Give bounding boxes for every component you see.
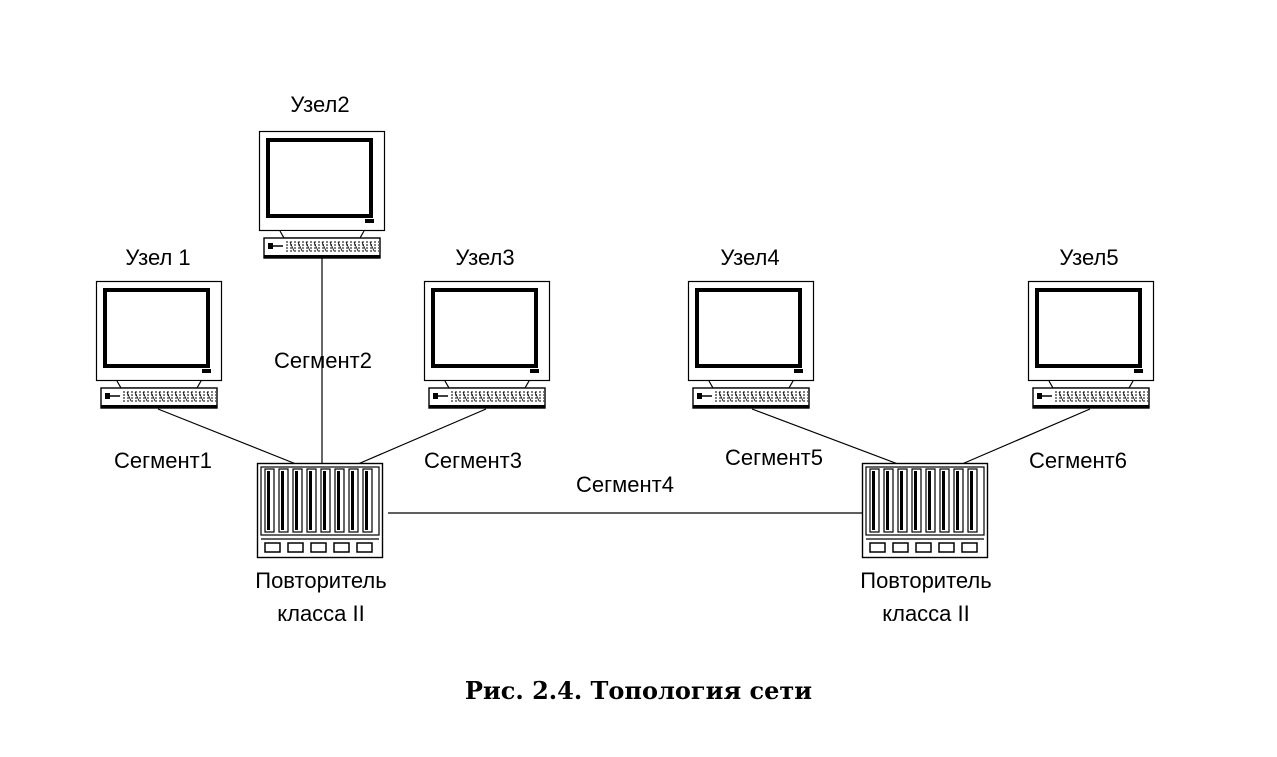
repeater-icon-right <box>861 462 989 559</box>
node1-label: Узел 1 <box>125 245 190 270</box>
figure-caption: Рис. 2.4. Топология сети <box>464 676 813 705</box>
repeater-right-label-line1: Повторитель <box>860 568 991 593</box>
segment6-label: Сегмент6 <box>1029 448 1127 473</box>
segment3-label: Сегмент3 <box>424 448 522 473</box>
link-segment3 <box>357 408 487 465</box>
computer-icon-node2 <box>257 129 387 260</box>
node3-label: Узел3 <box>455 245 514 270</box>
repeater-right-label-line2: класса II <box>882 601 970 626</box>
link-segment5 <box>751 408 899 465</box>
link-segment6 <box>961 408 1091 465</box>
computer-icon-node3 <box>422 279 552 410</box>
node2-label: Узел2 <box>290 92 349 117</box>
link-segment1 <box>157 408 297 465</box>
segment4-label: Сегмент4 <box>576 472 674 497</box>
computer-icon-node1 <box>94 279 224 410</box>
repeater-left-label-line1: Повторитель <box>255 568 386 593</box>
computer-icon-node5 <box>1026 279 1156 410</box>
segment5-label: Сегмент5 <box>725 445 823 470</box>
node5-label: Узел5 <box>1059 245 1118 270</box>
segment2-label: Сегмент2 <box>274 348 372 373</box>
repeater-left-label-line2: класса II <box>277 601 365 626</box>
repeater-icon-left <box>256 462 384 559</box>
node4-label: Узел4 <box>720 245 779 270</box>
computer-icon-node4 <box>686 279 816 410</box>
segment1-label: Сегмент1 <box>114 448 212 473</box>
